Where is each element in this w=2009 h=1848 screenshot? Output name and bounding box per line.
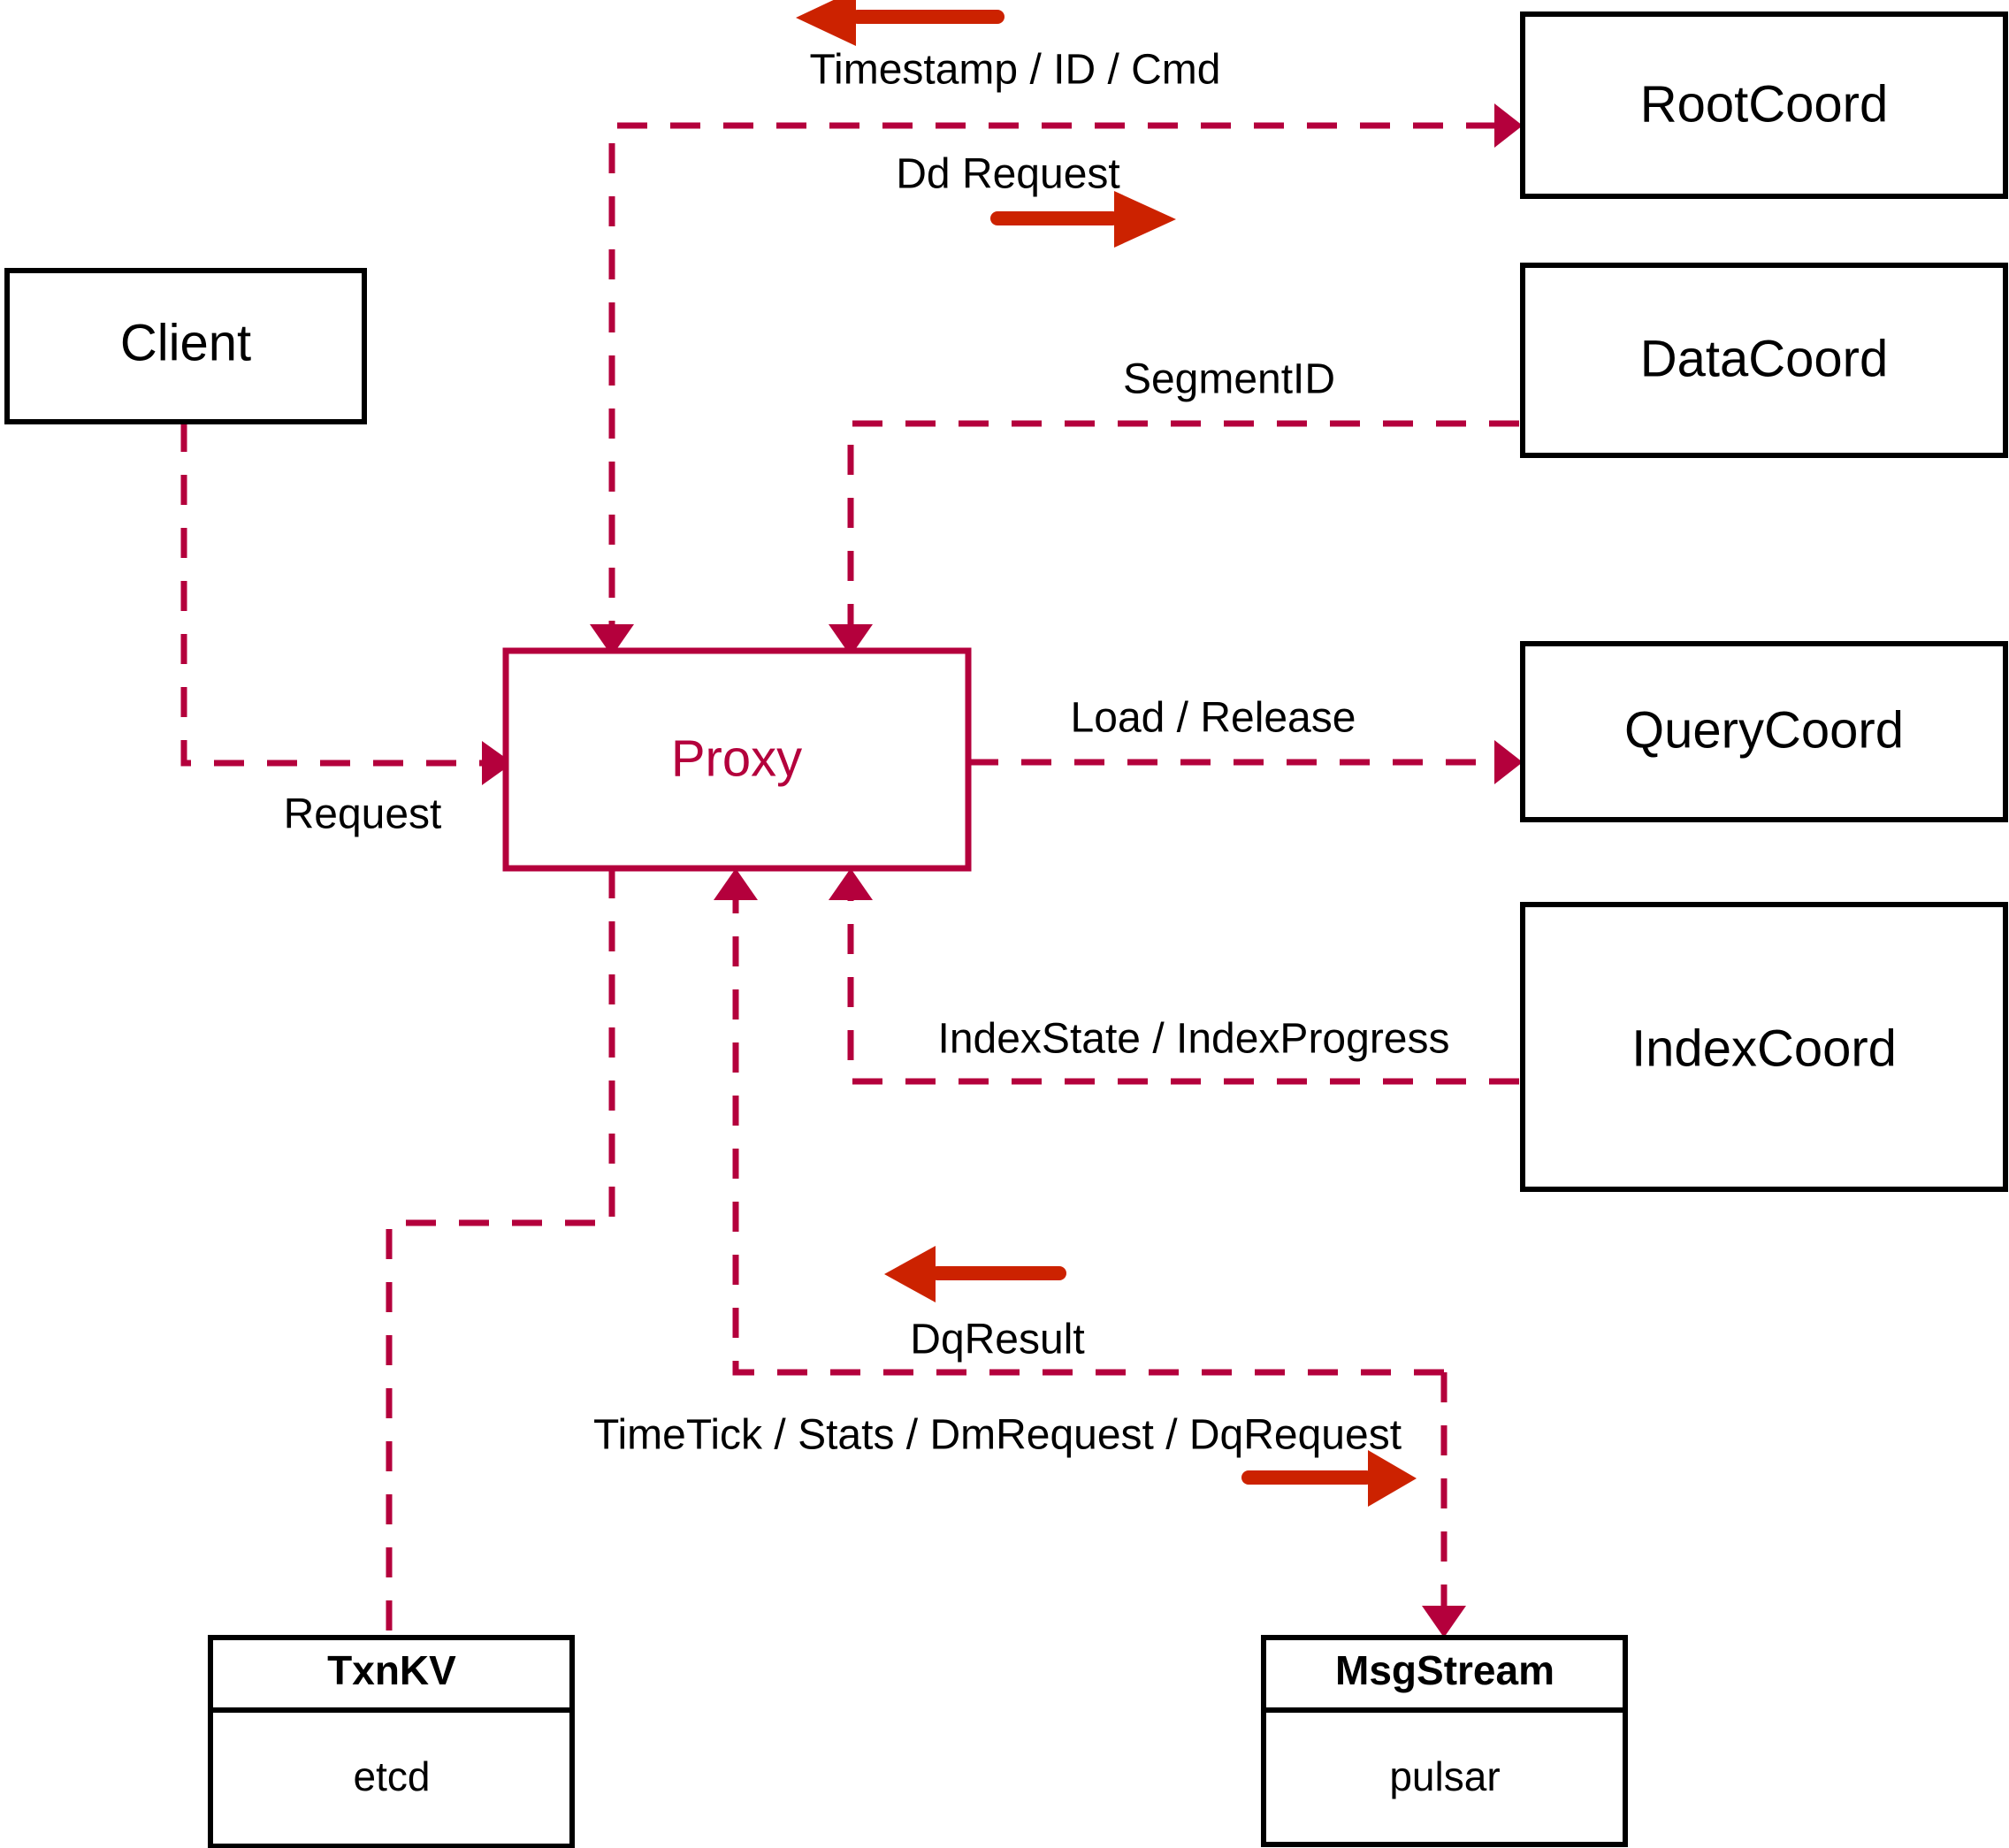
node-msgstream-label: MsgStream	[1335, 1647, 1554, 1693]
direction-arrow-dqresult	[884, 1246, 1066, 1302]
node-proxy-label: Proxy	[671, 729, 802, 787]
node-querycoord-label: QueryCoord	[1624, 701, 1904, 759]
node-msgstream-sublabel: pulsar	[1389, 1753, 1500, 1799]
node-txnkv-sublabel: etcd	[354, 1753, 431, 1799]
node-txnkv[interactable]: TxnKV etcd	[208, 1635, 575, 1848]
node-txnkv-box[interactable]	[208, 1635, 575, 1848]
edge-client-proxy-line	[180, 422, 482, 767]
edge-label-dd-request: Dd Request	[896, 151, 1119, 198]
node-rootcoord[interactable]: RootCoord	[1520, 11, 2008, 199]
edge-proxy-txnkv	[386, 868, 615, 1638]
edge-label-request: Request	[284, 791, 442, 838]
edge-indexcoord-proxy-arrowhead	[829, 868, 873, 900]
edge-proxy-rootcoord	[590, 103, 1523, 656]
direction-arrow-dqresult-head	[884, 1246, 936, 1302]
node-datacoord[interactable]: DataCoord	[1520, 263, 2008, 458]
edge-datacoord-proxy	[829, 420, 1519, 656]
edge-indexcoord-proxy-line	[847, 874, 1519, 1085]
node-indexcoord-label: IndexCoord	[1631, 1019, 1897, 1077]
edge-proxy-msgstream-arrowhead	[1422, 1606, 1466, 1638]
node-rootcoord-label: RootCoord	[1640, 75, 1888, 133]
edge-msgstream-proxy	[714, 868, 1444, 1376]
node-txnkv-label: TxnKV	[327, 1647, 456, 1693]
edge-proxy-querycoord-arrowhead	[1494, 740, 1523, 784]
node-client-box[interactable]	[4, 268, 367, 424]
edge-msgstream-proxy-line	[732, 874, 1444, 1376]
node-indexcoord-box[interactable]	[1520, 902, 2008, 1192]
node-querycoord-box[interactable]	[1520, 641, 2008, 822]
edge-label-indexstate: IndexState / IndexProgress	[938, 1016, 1450, 1063]
direction-arrow-timetick-head	[1368, 1450, 1417, 1507]
edge-proxy-txnkv-line	[386, 868, 615, 1638]
edge-proxy-msgstream	[1422, 1372, 1466, 1638]
direction-arrow-dd-request-head	[1114, 191, 1176, 248]
node-datacoord-box[interactable]	[1520, 263, 2008, 458]
edge-datacoord-proxy-line	[847, 420, 1519, 651]
edge-indexcoord-proxy	[829, 868, 1519, 1085]
edge-proxy-querycoord	[968, 740, 1523, 784]
node-querycoord[interactable]: QueryCoord	[1520, 641, 2008, 822]
node-msgstream-box[interactable]	[1261, 1635, 1628, 1847]
node-proxy-box[interactable]	[502, 647, 972, 872]
node-msgstream[interactable]: MsgStream pulsar	[1261, 1635, 1628, 1847]
node-rootcoord-box[interactable]	[1520, 11, 2008, 199]
direction-arrow-timestamp	[796, 0, 1004, 46]
edge-client-proxy-arrowhead	[482, 741, 513, 785]
edge-proxy-rootcoord-arrowhead	[1494, 103, 1523, 148]
edge-label-load-release: Load / Release	[1071, 695, 1356, 742]
node-indexcoord[interactable]: IndexCoord	[1520, 902, 2008, 1192]
edge-msgstream-proxy-arrowhead	[714, 868, 758, 900]
direction-arrow-dd-request	[990, 191, 1176, 248]
node-client[interactable]: Client	[4, 268, 367, 424]
node-client-label: Client	[120, 314, 251, 371]
edge-label-dqresult: DqResult	[910, 1317, 1084, 1363]
direction-arrow-timestamp-head	[796, 0, 856, 46]
node-datacoord-label: DataCoord	[1640, 330, 1888, 387]
edge-label-timestamp-id-cmd: Timestamp / ID / Cmd	[810, 47, 1221, 94]
direction-arrow-timetick	[1241, 1450, 1417, 1507]
edge-label-timetick: TimeTick / Stats / DmRequest / DqRequest	[593, 1412, 1402, 1459]
edge-client-proxy	[180, 422, 513, 785]
edge-rootcoord-proxy-arrowhead	[590, 624, 634, 656]
edge-label-segmentid: SegmentID	[1123, 356, 1335, 403]
edge-proxy-rootcoord-line	[608, 122, 1494, 651]
edge-datacoord-proxy-arrowhead	[829, 624, 873, 656]
node-proxy[interactable]: Proxy	[502, 647, 972, 872]
